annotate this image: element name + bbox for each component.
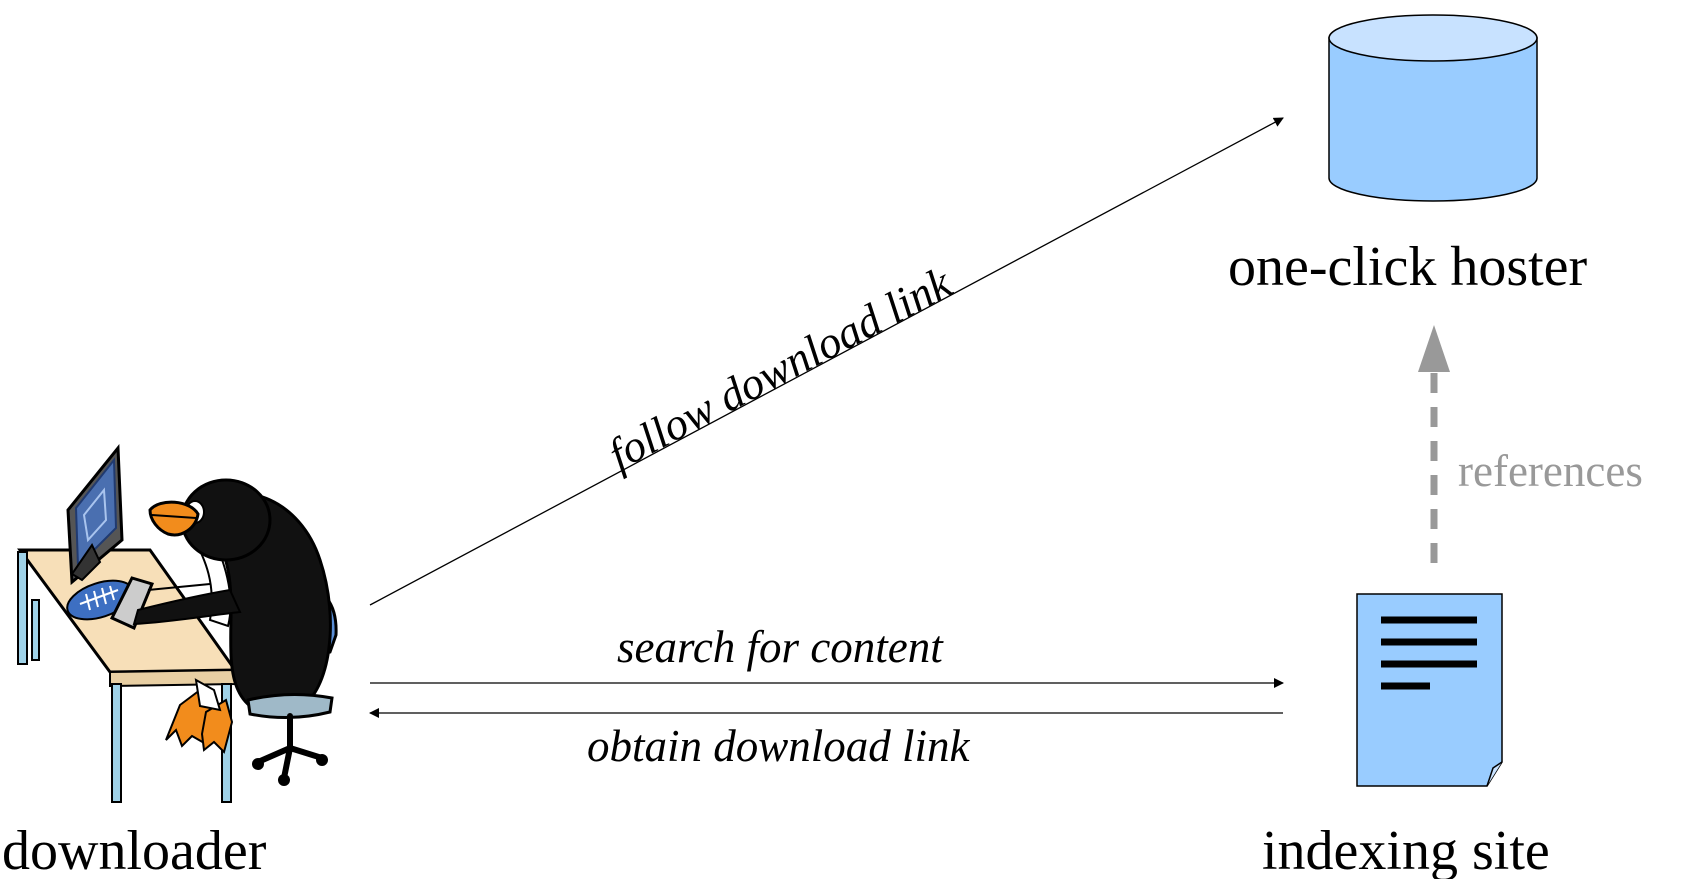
- references-arrow: [1418, 325, 1450, 563]
- cylinder-top: [1328, 14, 1538, 62]
- chair-seat: [246, 692, 334, 720]
- document-icon: [1356, 593, 1503, 787]
- keyboard-icon: [109, 576, 155, 631]
- monitor-icon: [66, 443, 124, 586]
- indexer-label: indexing site: [1262, 820, 1550, 879]
- document-text-lines: [1381, 616, 1477, 690]
- database-cylinder-icon: [1328, 14, 1538, 202]
- penguin-arm: [132, 588, 242, 626]
- hoster-label: one-click hoster: [1228, 236, 1588, 298]
- downloader-label: downloader: [2, 820, 267, 879]
- penguin-beak: [148, 500, 200, 537]
- obtain-download-link-label: obtain download link: [587, 721, 971, 771]
- cylinder-body: [1328, 37, 1538, 202]
- follow-download-link-arrow: [369, 117, 1284, 606]
- search-for-content-label: search for content: [617, 622, 944, 672]
- document-fold: [1486, 761, 1503, 787]
- chair-base: [255, 713, 325, 781]
- desk-front: [109, 668, 236, 688]
- references-label: references: [1458, 446, 1643, 496]
- follow-download-link-label: follow download link: [600, 257, 960, 480]
- penguin-at-computer-icon: [17, 443, 338, 803]
